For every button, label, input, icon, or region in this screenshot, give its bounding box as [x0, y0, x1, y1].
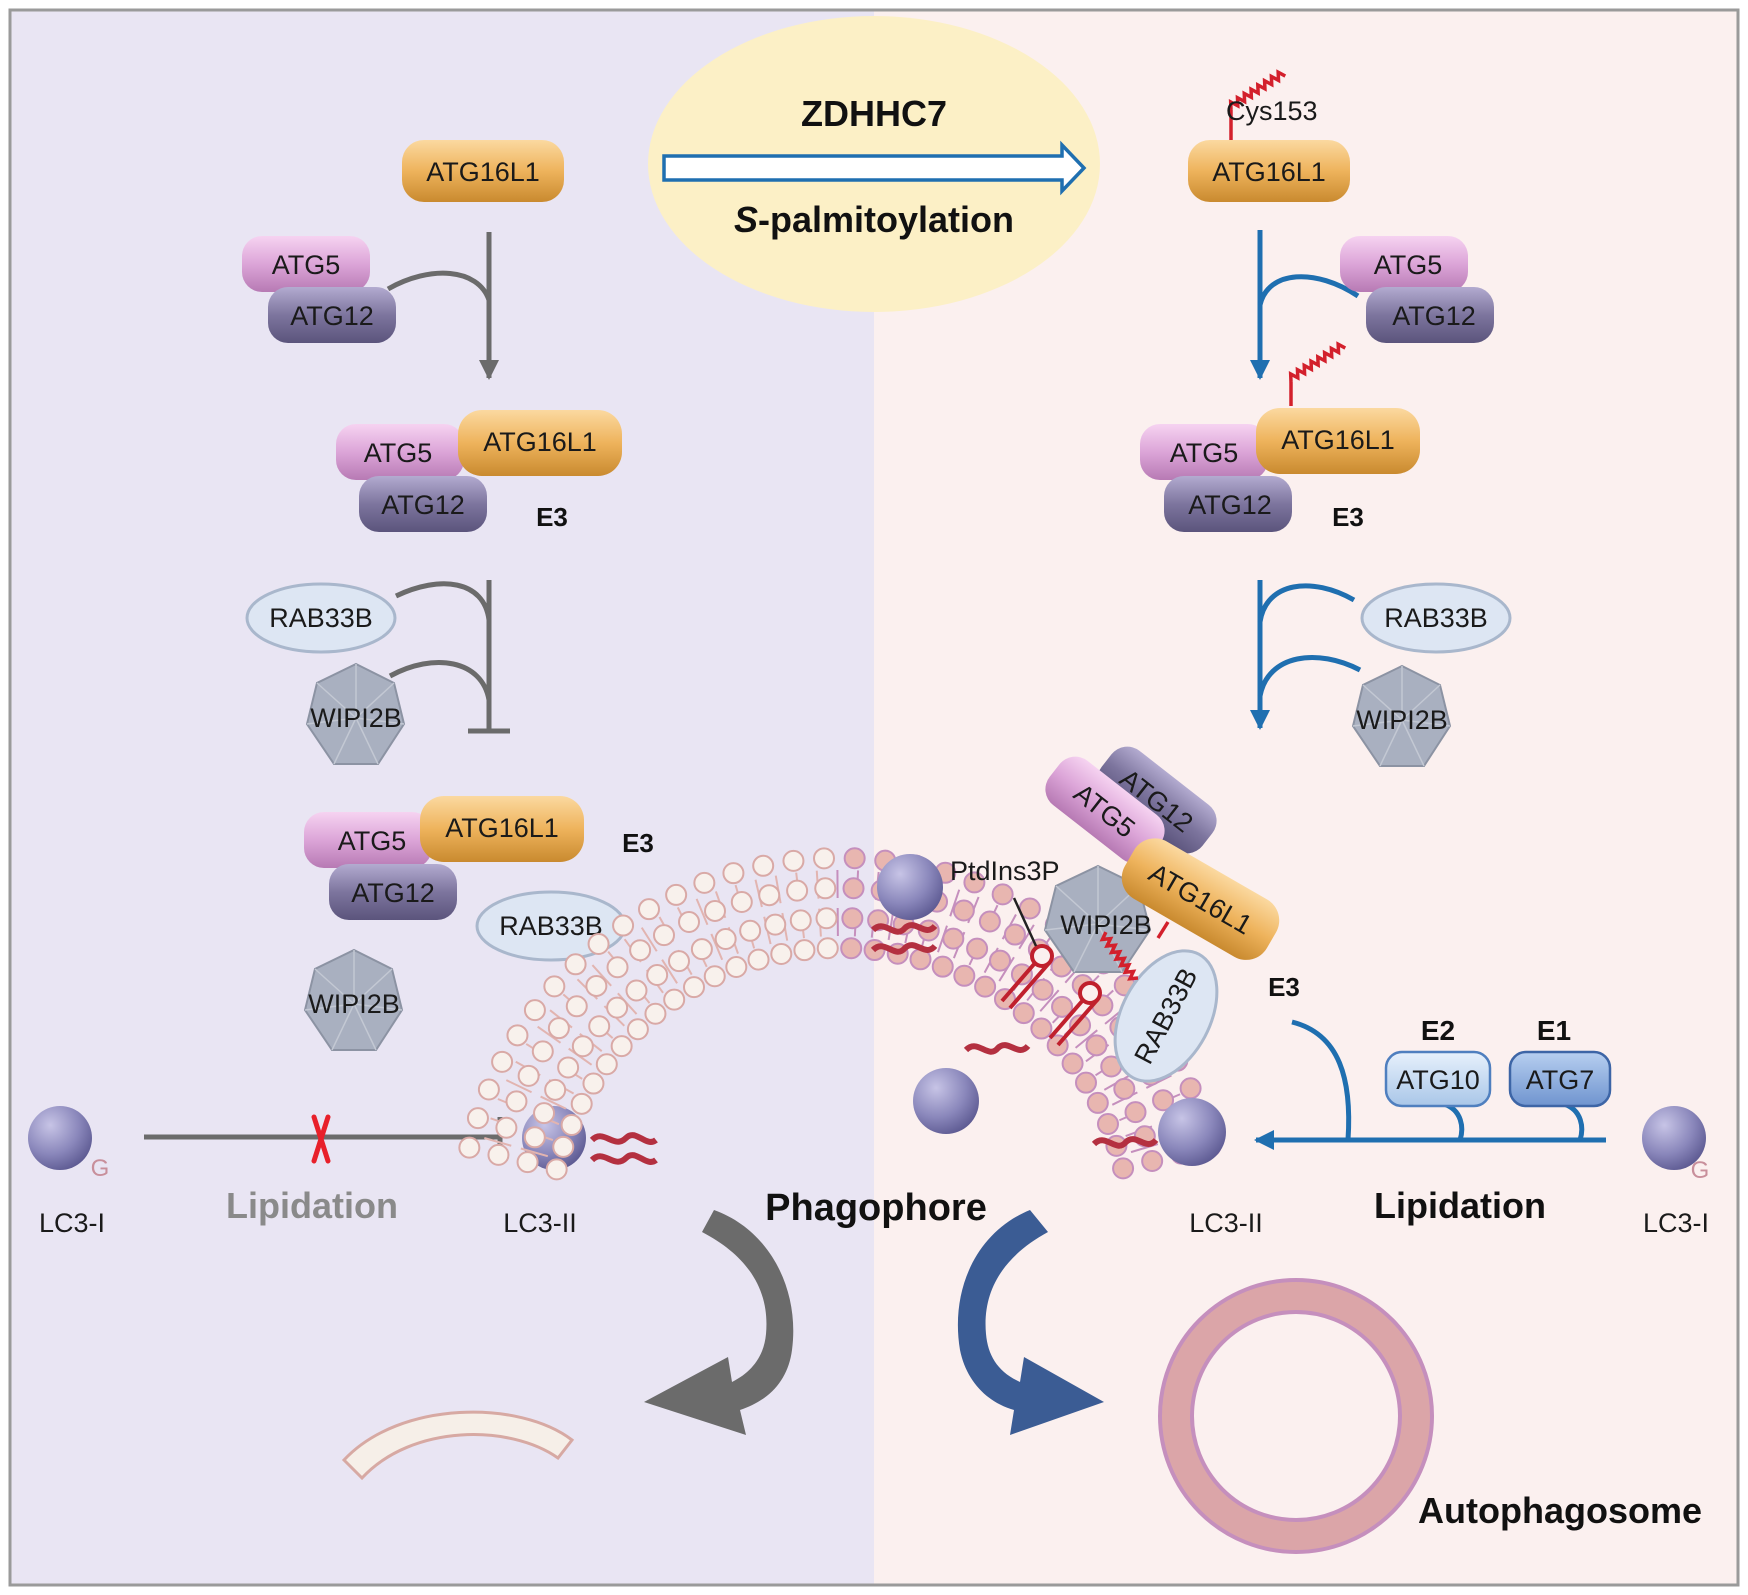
svg-text:ATG16L1: ATG16L1 — [1212, 157, 1326, 187]
right-lc3-ii: LC3-II — [1158, 1098, 1263, 1238]
svg-text:ATG5: ATG5 — [338, 826, 407, 856]
e1-label: E1 — [1537, 1015, 1571, 1046]
left-atg16l1: ATG16L1 — [402, 140, 564, 202]
svg-text:ATG10: ATG10 — [1396, 1065, 1480, 1095]
phagophore-lc3-ball-2 — [913, 1068, 979, 1134]
svg-text:RAB33B: RAB33B — [1384, 603, 1488, 633]
svg-text:G: G — [91, 1155, 110, 1182]
atg7-box: ATG7 — [1508, 1050, 1612, 1108]
svg-text:ATG16L1: ATG16L1 — [445, 813, 559, 843]
right-e3-complex-1: ATG5 ATG12 ATG16L1 E3 — [1140, 408, 1420, 532]
svg-text:RAB33B: RAB33B — [499, 911, 603, 941]
svg-text:ATG12: ATG12 — [381, 490, 465, 520]
phagophore-label: Phagophore — [765, 1187, 987, 1229]
ptdins3p-lipids — [1000, 944, 1102, 1047]
right-lc3-i: G LC3-I — [1642, 1106, 1709, 1238]
right-curve-wipi — [1257, 655, 1362, 697]
svg-text:ATG7: ATG7 — [1526, 1065, 1595, 1095]
cys153-label: Cys153 — [1226, 96, 1318, 126]
svg-text:WIPI2B: WIPI2B — [1356, 705, 1448, 735]
left-curve-rab — [394, 581, 492, 621]
right-curve-e3 — [1291, 1019, 1352, 1141]
left-lc3-i: G LC3-I — [28, 1106, 109, 1238]
atg10-box: ATG10 — [1384, 1050, 1492, 1108]
left-e3-complex-2: ATG5 ATG12 ATG16L1 E3 — [304, 796, 654, 920]
svg-text:ATG12: ATG12 — [290, 301, 374, 331]
e2-label: E2 — [1421, 1015, 1455, 1046]
svg-text:ATG16L1: ATG16L1 — [426, 157, 540, 187]
header-ellipse: ZDHHC7 S-palmitoylation — [648, 16, 1100, 312]
svg-text:ATG5: ATG5 — [1170, 438, 1239, 468]
bound-palmitoyl — [1099, 921, 1170, 981]
right-atg5-atg12: ATG5 ATG12 — [1340, 236, 1494, 343]
left-curve-wipi — [388, 660, 492, 701]
collapsed-membrane — [341, 1410, 575, 1481]
bound-rab33b: RAB33B — [1113, 949, 1219, 1083]
left-wipi2b-free: WIPI2B — [303, 948, 404, 1051]
svg-text:LC3-II: LC3-II — [503, 1208, 577, 1238]
blocked-x-icon — [311, 1114, 331, 1164]
autophagosome-label: Autophagosome — [1418, 1490, 1702, 1531]
svg-text:E3: E3 — [1332, 502, 1364, 532]
left-curve-1 — [386, 270, 492, 301]
svg-text:ATG5: ATG5 — [364, 438, 433, 468]
right-curved-arrow — [957, 1210, 1104, 1435]
left-atg5-atg12: ATG5 ATG12 — [242, 236, 396, 343]
ptdins3p-pointer — [1012, 897, 1038, 947]
svg-text:E3: E3 — [622, 828, 654, 858]
svg-text:RAB33B: RAB33B — [269, 603, 373, 633]
svg-text:E3: E3 — [536, 502, 568, 532]
phagophore-lc3-ball-1 — [877, 854, 943, 920]
svg-text:ATG16L1: ATG16L1 — [483, 427, 597, 457]
svg-text:G: G — [1691, 1157, 1710, 1184]
svg-text:WIPI2B: WIPI2B — [308, 989, 400, 1019]
svg-text:ATG12: ATG12 — [1188, 490, 1272, 520]
svg-text:ATG12: ATG12 — [1392, 301, 1476, 331]
right-palmitoyl-chain-2 — [1288, 341, 1347, 406]
svg-text:E3: E3 — [1268, 972, 1300, 1002]
right-lipidation-label: Lipidation — [1374, 1185, 1546, 1226]
left-e3-complex-1: ATG5 ATG12 ATG16L1 E3 — [336, 410, 622, 532]
svg-text:LC3-II: LC3-II — [1189, 1208, 1263, 1238]
enzyme-label: ZDHHC7 — [801, 93, 947, 134]
left-lipidation-label: Lipidation — [226, 1185, 398, 1226]
right-atg16l1: ATG16L1 — [1188, 140, 1350, 202]
svg-text:ATG5: ATG5 — [1374, 250, 1443, 280]
right-rab33b: RAB33B — [1360, 582, 1512, 654]
right-curve-rab — [1257, 583, 1356, 623]
left-wipi2b: WIPI2B — [305, 662, 406, 765]
lipid-anchors — [589, 922, 1159, 1165]
svg-text:ATG16L1: ATG16L1 — [1281, 425, 1395, 455]
left-rab33b: RAB33B — [245, 582, 397, 654]
left-curved-arrow — [644, 1210, 794, 1435]
figure-border — [8, 8, 1740, 1587]
modification-label: S-palmitoylation — [734, 199, 1014, 240]
svg-text:ATG12: ATG12 — [351, 878, 435, 908]
right-curve-1 — [1257, 274, 1360, 306]
cys153-palmitoyl-chain — [1228, 69, 1287, 140]
svg-text:LC3-I: LC3-I — [1643, 1208, 1709, 1238]
autophagosome — [1158, 1278, 1434, 1554]
right-wipi2b: WIPI2B — [1351, 664, 1452, 767]
svg-text:LC3-I: LC3-I — [39, 1208, 105, 1238]
svg-text:WIPI2B: WIPI2B — [310, 703, 402, 733]
ptdins3p-label: PtdIns3P — [950, 856, 1060, 886]
svg-text:ATG5: ATG5 — [272, 250, 341, 280]
